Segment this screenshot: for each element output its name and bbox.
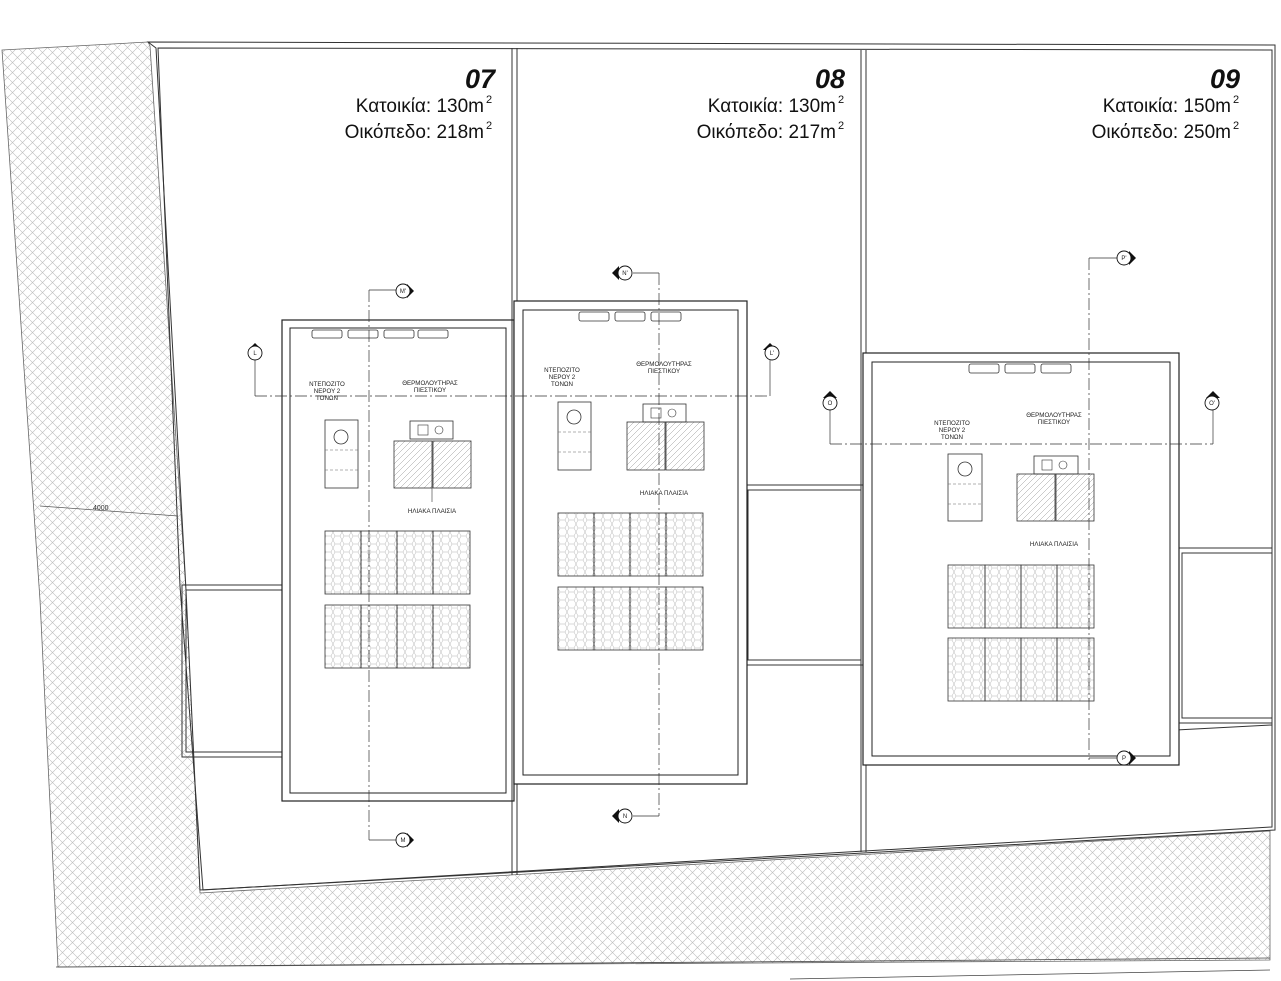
solar-panels-label: ΗΛΙΑΚΑ ΠΛΑΙΣΙΑ <box>1030 541 1079 548</box>
section-marker-N: N <box>612 808 633 824</box>
house-outline <box>862 352 1180 766</box>
svg-text:ΘΕΡΜΟΛΟΥΤΗΡΑΣ: ΘΕΡΜΟΛΟΥΤΗΡΑΣ <box>1026 412 1082 419</box>
dimension-label: 4000 <box>93 505 109 512</box>
svg-text:O': O' <box>1209 401 1215 407</box>
solar-panels <box>324 530 471 669</box>
svg-text:ΝΕΡΟΥ 2: ΝΕΡΟΥ 2 <box>549 374 576 381</box>
section-marker-O: O <box>822 391 838 411</box>
house-area-label: Κατοικία: 130m <box>356 96 484 117</box>
roof-vents <box>311 329 449 339</box>
svg-text:ΠΙΕΣΤΙΚΟΥ: ΠΙΕΣΤΙΚΟΥ <box>414 387 446 394</box>
roof-vents <box>968 363 1072 374</box>
svg-text:ΝΤΕΠΟΖΙΤΟ: ΝΤΕΠΟΖΙΤΟ <box>934 420 970 427</box>
roof-outline <box>289 327 507 794</box>
solar-panels-label: ΗΛΙΑΚΑ ΠΛΑΙΣΙΑ <box>408 508 457 515</box>
plot-07: 07 Κατοικία: 130m 2 Οικόπεδο: 218m 2 ΝΤΕ… <box>281 64 515 802</box>
roof-vents <box>578 311 682 322</box>
svg-text:P: P <box>1122 756 1126 762</box>
svg-text:ΤΟΝΩΝ: ΤΟΝΩΝ <box>941 434 963 441</box>
svg-text:ΝΕΡΟΥ 2: ΝΕΡΟΥ 2 <box>314 388 341 395</box>
house-area-label: Κατοικία: 130m <box>708 96 836 117</box>
water-tank: ΝΤΕΠΟΖΙΤΟ ΝΕΡΟΥ 2 ΤΟΝΩΝ <box>309 381 359 489</box>
water-tank: ΝΤΕΠΟΖΙΤΟ ΝΕΡΟΥ 2 ΤΟΝΩΝ <box>544 367 592 471</box>
solar-panels <box>557 512 704 651</box>
svg-text:ΘΕΡΜΟΛΟΥΤΗΡΑΣ: ΘΕΡΜΟΛΟΥΤΗΡΑΣ <box>636 361 692 368</box>
svg-text:N: N <box>623 814 627 820</box>
section-marker-M-prime: M' <box>395 283 414 299</box>
plot-area-label: Οικόπεδο: 250m <box>1092 122 1231 143</box>
section-marker-L: L <box>247 343 263 361</box>
section-line-leaders <box>254 257 1214 841</box>
section-marker-O-prime: O' <box>1204 391 1220 411</box>
plot-number: 08 <box>815 64 845 94</box>
svg-text:ΠΙΕΣΤΙΚΟΥ: ΠΙΕΣΤΙΚΟΥ <box>648 368 680 375</box>
svg-text:L': L' <box>770 351 774 357</box>
solar-panels-label: ΗΛΙΑΚΑ ΠΛΑΙΣΙΑ <box>640 490 689 497</box>
plot-area-superscript: 2 <box>486 120 492 132</box>
section-marker-P-prime: P' <box>1116 250 1136 266</box>
svg-text:ΘΕΡΜΟΛΟΥΤΗΡΑΣ: ΘΕΡΜΟΛΟΥΤΗΡΑΣ <box>402 380 458 387</box>
svg-text:ΠΙΕΣΤΙΚΟΥ: ΠΙΕΣΤΙΚΟΥ <box>1038 419 1070 426</box>
paved-road <box>1 41 1271 980</box>
house-area-superscript: 2 <box>838 94 844 106</box>
plot-area-label: Οικόπεδο: 217m <box>697 122 836 143</box>
water-tank: ΝΤΕΠΟΖΙΤΟ ΝΕΡΟΥ 2 ΤΟΝΩΝ <box>934 420 983 522</box>
plot-number: 07 <box>465 64 497 94</box>
plot-09: 09 Κατοικία: 150m 2 Οικόπεδο: 250m 2 ΝΤΕ… <box>862 64 1240 766</box>
svg-text:P': P' <box>1121 256 1126 262</box>
section-marker-P: P <box>1116 750 1136 766</box>
svg-text:N': N' <box>622 271 627 277</box>
svg-text:ΤΟΝΩΝ: ΤΟΝΩΝ <box>316 395 338 402</box>
plot-area-label: Οικόπεδο: 218m <box>345 122 484 143</box>
svg-text:ΝΤΕΠΟΖΙΤΟ: ΝΤΕΠΟΖΙΤΟ <box>544 367 580 374</box>
plot-number: 09 <box>1210 64 1240 94</box>
plot-area-superscript: 2 <box>838 120 844 132</box>
section-marker-L-prime: L' <box>763 343 780 361</box>
svg-text:L: L <box>253 351 257 357</box>
svg-text:O: O <box>828 401 833 407</box>
svg-text:ΝΤΕΠΟΖΙΤΟ: ΝΤΕΠΟΖΙΤΟ <box>309 381 345 388</box>
plot-08: 08 Κατοικία: 130m 2 Οικόπεδο: 217m 2 ΝΤΕ… <box>513 64 845 785</box>
section-marker-N-prime: N' <box>612 265 633 281</box>
house-area-superscript: 2 <box>486 94 492 106</box>
svg-text:M: M <box>401 838 406 844</box>
dimension-line: 4000 <box>39 505 179 517</box>
section-markers: L L' M' M N' N O <box>247 250 1220 848</box>
section-lines <box>255 258 1213 840</box>
section-marker-M: M <box>395 832 414 848</box>
solar-panels <box>947 564 1095 702</box>
water-heater: ΘΕΡΜΟΛΟΥΤΗΡΑΣ ΠΙΕΣΤΙΚΟΥ <box>1016 412 1095 522</box>
roof-outline <box>522 309 739 776</box>
svg-text:ΤΟΝΩΝ: ΤΟΝΩΝ <box>551 381 573 388</box>
house-area-superscript: 2 <box>1233 94 1239 106</box>
roof-outline <box>871 361 1171 757</box>
svg-text:ΝΕΡΟΥ 2: ΝΕΡΟΥ 2 <box>939 427 966 434</box>
svg-text:M': M' <box>400 289 406 295</box>
water-heater: ΘΕΡΜΟΛΟΥΤΗΡΑΣ ΠΙΕΣΤΙΚΟΥ <box>393 380 472 502</box>
house-area-label: Κατοικία: 150m <box>1103 96 1231 117</box>
plot-area-superscript: 2 <box>1233 120 1239 132</box>
